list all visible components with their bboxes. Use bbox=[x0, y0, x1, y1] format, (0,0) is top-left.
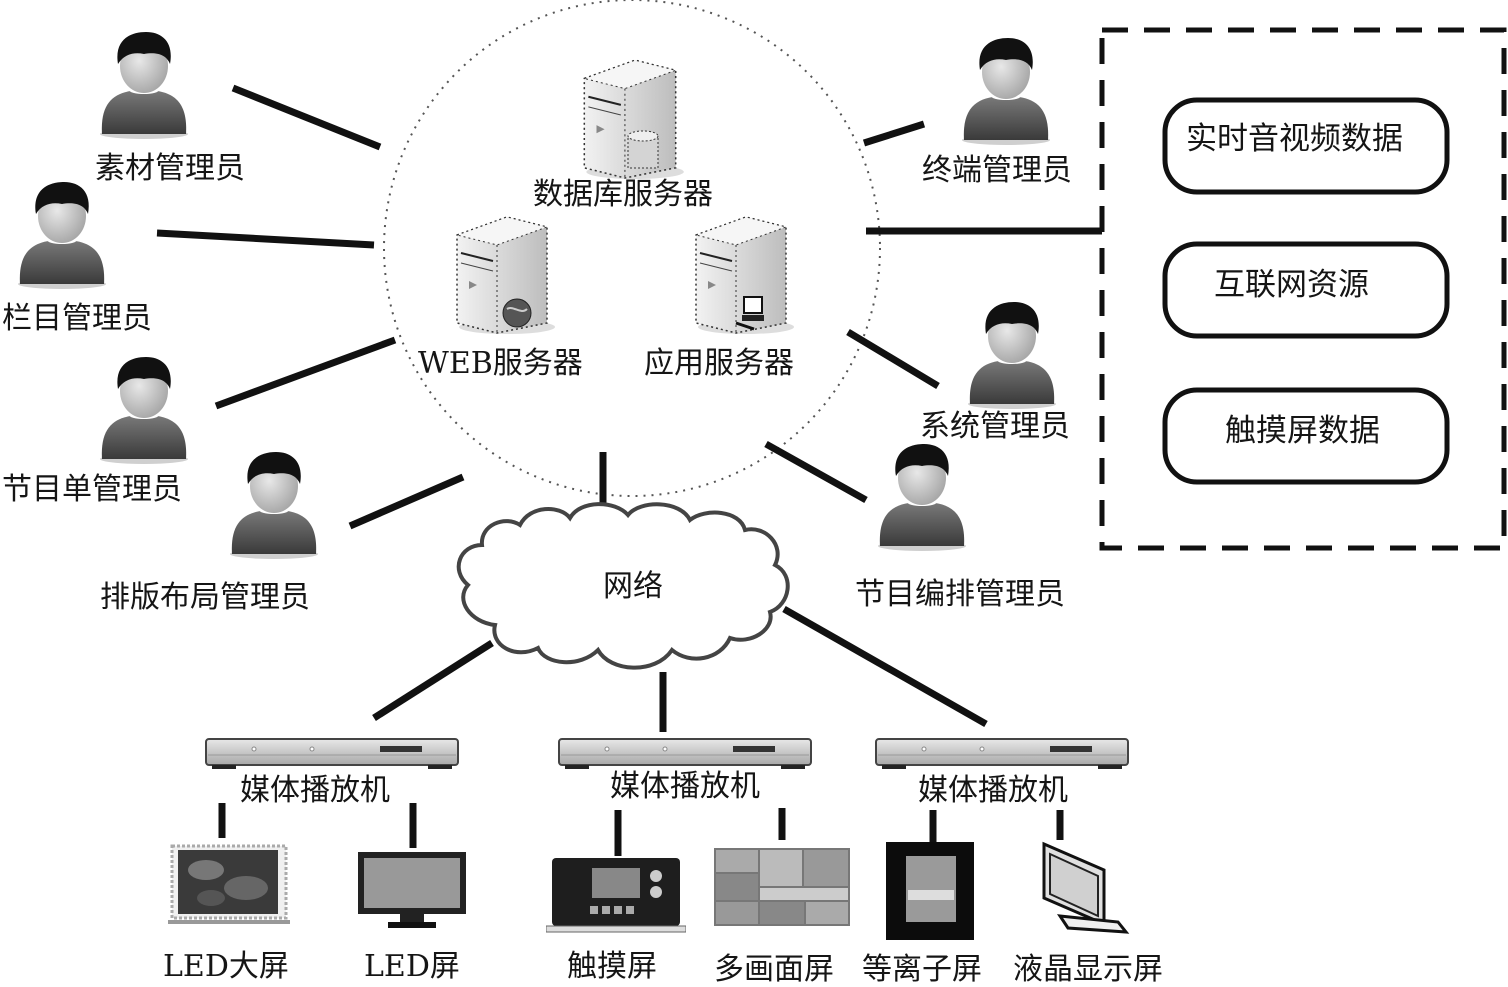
display-label-touch: 触摸屏 bbox=[567, 949, 657, 984]
link-program-schedule-admin bbox=[764, 440, 868, 504]
globe-icon bbox=[502, 298, 532, 328]
display-label-led: LED屏 bbox=[364, 949, 460, 984]
person-icon bbox=[96, 355, 192, 465]
led-big-screen-icon bbox=[168, 844, 290, 924]
user-label: 栏目管理员 bbox=[2, 301, 152, 336]
person-icon bbox=[14, 180, 110, 290]
media-player-1-label: 媒体播放机 bbox=[240, 773, 390, 808]
person-icon bbox=[226, 450, 322, 560]
media-player-1-icon bbox=[203, 737, 461, 771]
link-system-admin bbox=[846, 328, 940, 390]
database-server-icon bbox=[572, 48, 688, 180]
web-server-icon bbox=[447, 205, 557, 335]
led-screen-icon bbox=[358, 852, 466, 928]
media-player-3-icon bbox=[873, 737, 1131, 771]
application-server-icon bbox=[686, 205, 796, 335]
plasma-screen-icon bbox=[886, 842, 974, 940]
server-label: 数据库服务器 bbox=[533, 177, 713, 212]
data-source-box-internet-resources bbox=[1162, 241, 1450, 339]
data-source-label-realtime-av: 实时音视频数据 bbox=[1186, 121, 1403, 157]
network-cloud-icon bbox=[456, 502, 790, 670]
link-network-player-1 bbox=[372, 640, 494, 721]
touch-screen-icon bbox=[546, 858, 686, 933]
data-source-label-internet-resources: 互联网资源 bbox=[1214, 267, 1369, 303]
link-terminal-admin bbox=[862, 120, 926, 147]
user-label: 系统管理员 bbox=[920, 409, 1070, 444]
user-label: 终端管理员 bbox=[922, 153, 1072, 188]
data-source-box-touchscreen-data bbox=[1162, 387, 1450, 485]
computer-icon bbox=[735, 296, 764, 331]
display-label-multi: 多画面屏 bbox=[714, 952, 834, 987]
display-label-led-big: LED大屏 bbox=[163, 949, 289, 984]
link-playlist-admin bbox=[214, 336, 397, 410]
user-label: 排版布局管理员 bbox=[100, 580, 310, 615]
network-label: 网络 bbox=[603, 569, 663, 604]
link-column-admin bbox=[156, 229, 375, 249]
user-label: 节目单管理员 bbox=[2, 472, 182, 507]
database-icon bbox=[627, 130, 659, 169]
link-network-player-3 bbox=[782, 605, 988, 728]
person-icon bbox=[874, 442, 970, 552]
link-layout-admin bbox=[348, 473, 465, 530]
multi-screen-wall-icon bbox=[714, 848, 850, 926]
data-source-box-realtime-av bbox=[1162, 97, 1450, 195]
user-label: 素材管理员 bbox=[95, 151, 245, 186]
server-label: 应用服务器 bbox=[644, 346, 794, 381]
media-player-2-label: 媒体播放机 bbox=[610, 769, 760, 804]
person-icon bbox=[964, 300, 1060, 410]
person-icon bbox=[958, 36, 1054, 146]
lcd-monitor-icon bbox=[1042, 841, 1130, 934]
display-label-lcd: 液晶显示屏 bbox=[1013, 952, 1163, 987]
server-label: WEB服务器 bbox=[418, 346, 583, 381]
data-source-label-touchscreen-data: 触摸屏数据 bbox=[1225, 413, 1380, 449]
user-label: 节目编排管理员 bbox=[855, 577, 1065, 612]
person-icon bbox=[96, 30, 192, 140]
link-material-admin bbox=[231, 84, 382, 151]
server-cluster-boundary bbox=[383, 0, 881, 497]
media-player-3-label: 媒体播放机 bbox=[918, 773, 1068, 808]
display-label-plasma: 等离子屏 bbox=[862, 952, 982, 987]
media-player-2-icon bbox=[556, 737, 814, 771]
